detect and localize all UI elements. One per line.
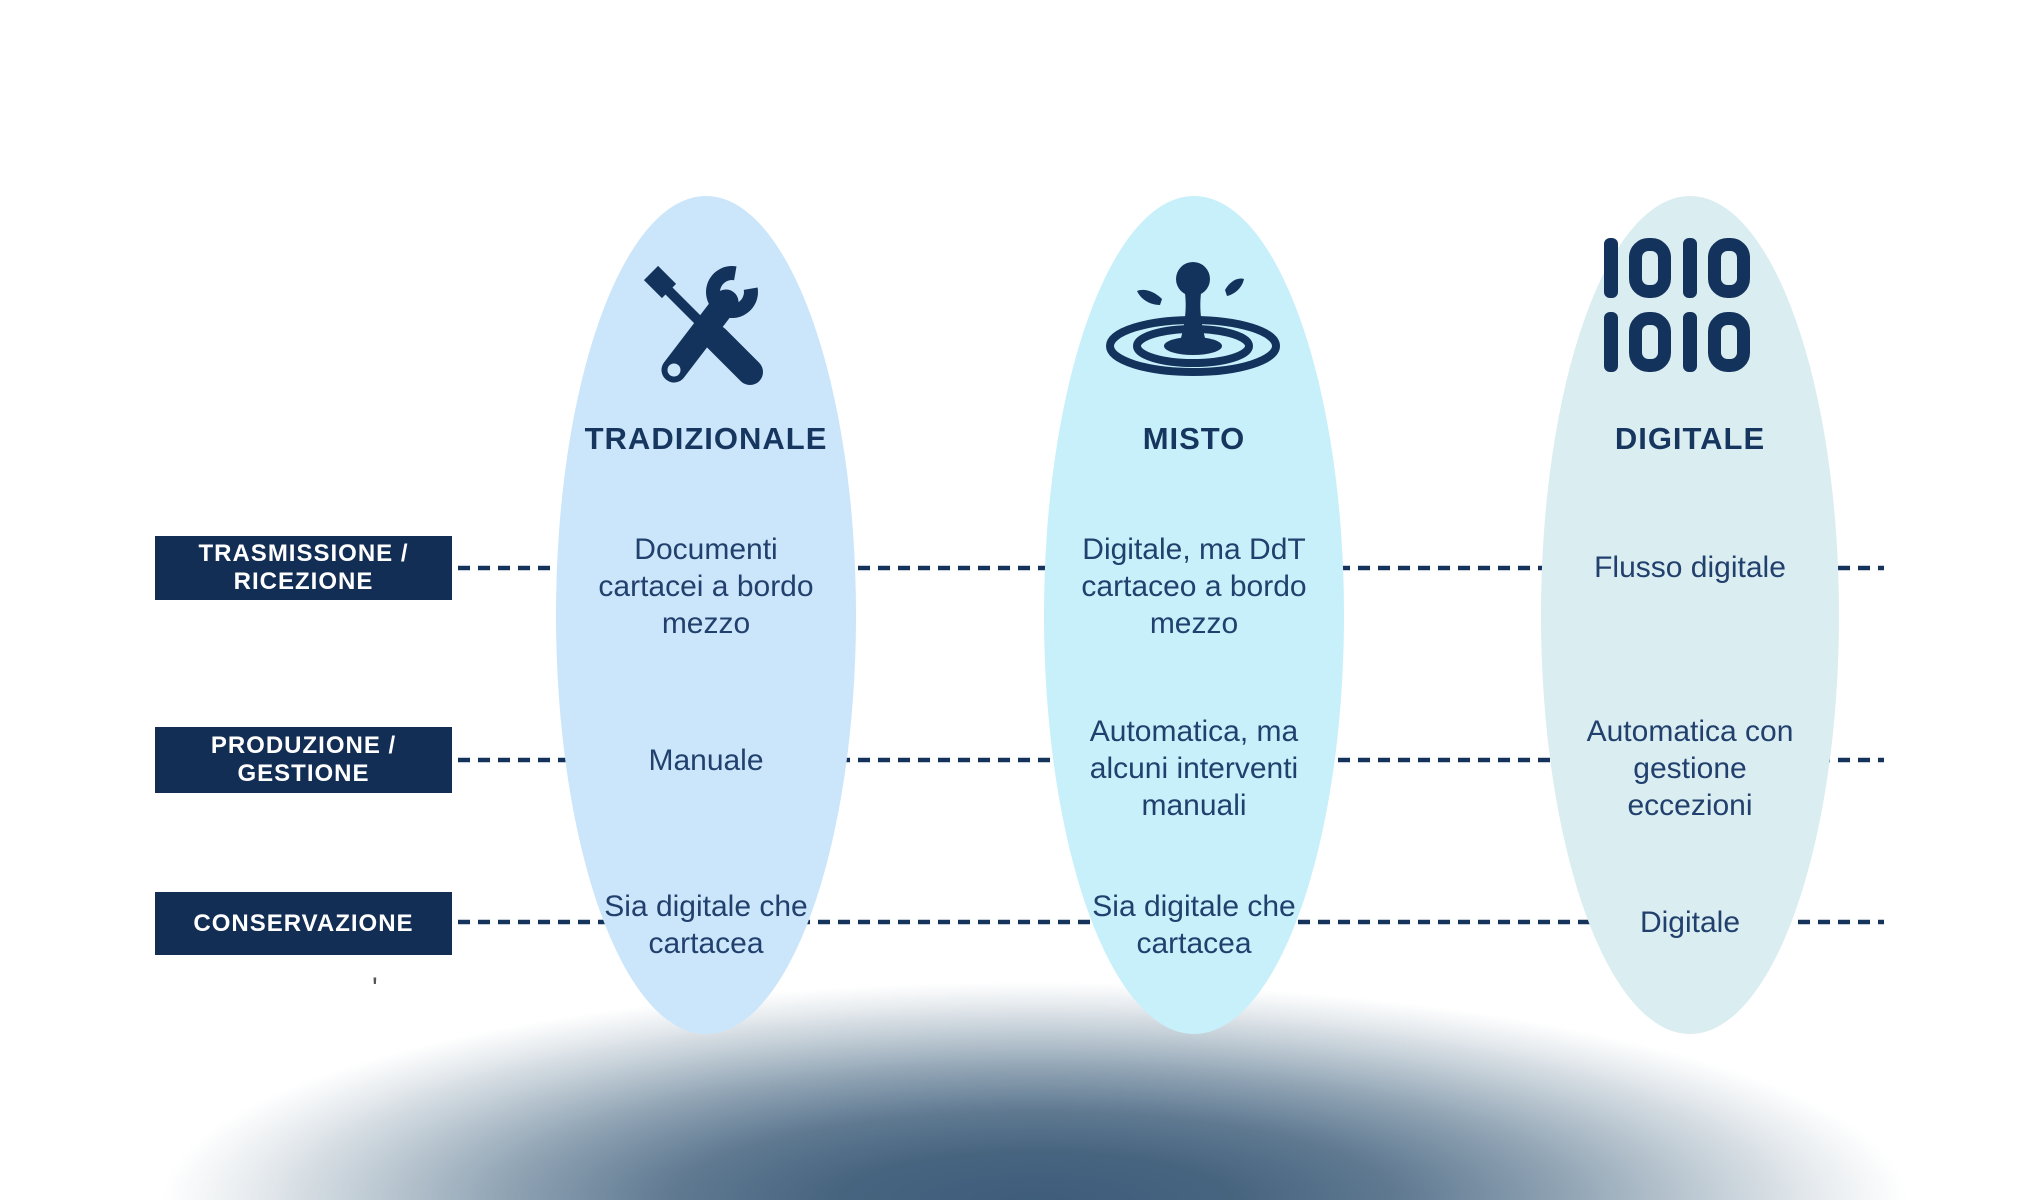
- row-label-line: CONSERVAZIONE: [193, 909, 414, 937]
- tools-icon: [643, 265, 763, 385]
- row-label-trasmissione-ricezione: TRASMISSIONE / RICEZIONE: [155, 536, 452, 600]
- row-label-produzione-gestione: PRODUZIONE / GESTIONE: [155, 727, 452, 793]
- column-header-digitale: DIGITALE: [1614, 421, 1766, 456]
- ellipse-digitale: [1541, 196, 1839, 1034]
- column-header-misto: MISTO: [1142, 421, 1246, 456]
- stray-tick-mark: ': [372, 972, 378, 1005]
- cell-digitale-produzione: Automatica con gestione eccezioni: [1586, 715, 1794, 822]
- ellipse-tradizionale: [556, 196, 856, 1034]
- cell-misto-conservazione: Sia digitale che cartacea: [1092, 890, 1296, 960]
- column-header-tradizionale: TRADIZIONALE: [584, 421, 828, 456]
- cell-tradizionale-conservazione: Sia digitale che cartacea: [604, 890, 808, 960]
- binary-icon: [1604, 238, 1750, 372]
- row-label-line: PRODUZIONE /: [210, 732, 397, 759]
- cell-digitale-conservazione: Digitale: [1639, 906, 1741, 939]
- cell-misto-trasmissione: Digitale, ma DdT cartaceo a bordo mezzo: [1081, 533, 1307, 640]
- row-label-line: RICEZIONE: [233, 568, 374, 595]
- cell-tradizionale-trasmissione: Documenti cartacei a bordo mezzo: [598, 533, 814, 640]
- cell-tradizionale-produzione: Manuale: [648, 744, 764, 777]
- water-splash-icon: [1106, 262, 1280, 376]
- row-label-conservazione: CONSERVAZIONE: [155, 892, 452, 955]
- ellipse-misto: [1044, 196, 1344, 1034]
- cell-digitale-trasmissione: Flusso digitale: [1594, 551, 1786, 584]
- cell-misto-produzione: Automatica, ma alcuni interventi manuali: [1089, 715, 1299, 822]
- row-label-line: GESTIONE: [237, 760, 370, 787]
- row-label-line: TRASMISSIONE /: [198, 540, 409, 567]
